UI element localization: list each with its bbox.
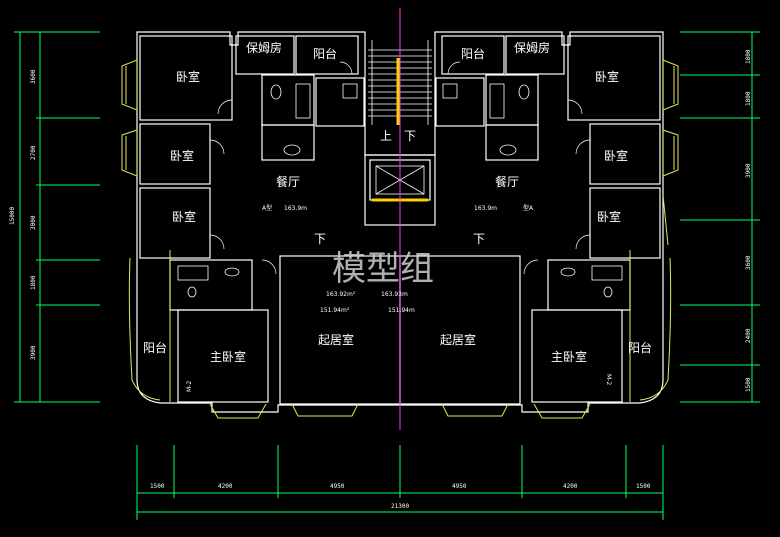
bottom-dim-3: 4950 <box>330 483 345 490</box>
left-dimension-chain <box>14 31 100 403</box>
stair-down-left-label: 下 <box>314 232 326 246</box>
left-total-dim: 15000 <box>9 207 16 225</box>
room-balcony-bottom-left: 阳台 <box>143 340 167 355</box>
room-living-left: 起居室 <box>318 332 354 347</box>
room-bedroom-3: 卧室 <box>172 209 196 224</box>
room-master-right: 主卧室 <box>551 349 587 364</box>
room-nanny-left: 保姆房 <box>246 40 282 55</box>
right-dim-1: 1800 <box>745 49 752 64</box>
bottom-total-dim: 21300 <box>391 503 409 510</box>
right-dim-6: 1500 <box>745 377 752 392</box>
right-dim-4: 3600 <box>745 255 752 270</box>
area-dining-left: 163.9m <box>284 205 307 212</box>
room-bedroom-4: 卧室 <box>595 69 619 84</box>
bathroom-fixtures <box>177 83 623 298</box>
area-right-a: 163.93m <box>381 291 408 298</box>
stair-down-top-label: 下 <box>404 129 416 143</box>
area-right-b: 151.94m <box>388 307 415 314</box>
left-dim-4: 1800 <box>30 275 37 290</box>
room-balcony-top-right: 阳台 <box>461 46 485 61</box>
windows-and-balconies <box>121 59 679 419</box>
area-left-b: 151.94m² <box>320 307 350 314</box>
door-tag-left: M-2 <box>186 381 193 392</box>
room-balcony-top-left: 阳台 <box>313 46 337 61</box>
left-dim-2: 2700 <box>30 145 37 160</box>
watermark: 模型组 <box>332 249 434 289</box>
right-dim-3: 3900 <box>745 163 752 178</box>
room-dining-right: 餐厅 <box>495 174 519 189</box>
unit-type-right: 型A <box>523 204 534 212</box>
left-dim-5: 3900 <box>30 345 37 360</box>
left-dim-1: 3600 <box>30 69 37 84</box>
room-balcony-bottom-right: 阳台 <box>628 340 652 355</box>
room-dining-left: 餐厅 <box>276 174 300 189</box>
exterior-walls <box>136 31 664 413</box>
right-dimension-chain <box>680 31 760 403</box>
bottom-dim-5: 4200 <box>563 483 578 490</box>
bottom-dim-1: 1500 <box>150 483 165 490</box>
room-bedroom-5: 卧室 <box>604 148 628 163</box>
room-nanny-right: 保姆房 <box>514 40 550 55</box>
right-dim-2: 1800 <box>745 91 752 106</box>
door-swings <box>209 61 591 275</box>
bottom-dim-6: 1500 <box>636 483 651 490</box>
area-left-a: 163.92m² <box>326 291 356 298</box>
stair-up-label: 上 <box>380 129 392 143</box>
left-dim-3: 3000 <box>30 215 37 230</box>
room-master-left: 主卧室 <box>210 349 246 364</box>
room-bedroom-6: 卧室 <box>597 209 621 224</box>
room-bedroom-1: 卧室 <box>176 69 200 84</box>
stair-down-right-label: 下 <box>473 232 485 246</box>
door-tag-right: M-2 <box>605 374 612 385</box>
room-living-right: 起居室 <box>440 332 476 347</box>
bottom-dimension-chain <box>136 445 664 520</box>
area-dining-right: 163.9m <box>474 205 497 212</box>
bottom-dim-4: 4950 <box>452 483 467 490</box>
bottom-dim-2: 4200 <box>218 483 233 490</box>
right-dim-5: 2400 <box>745 328 752 343</box>
room-bedroom-2: 卧室 <box>170 148 194 163</box>
unit-type-left: A型 <box>262 204 272 212</box>
